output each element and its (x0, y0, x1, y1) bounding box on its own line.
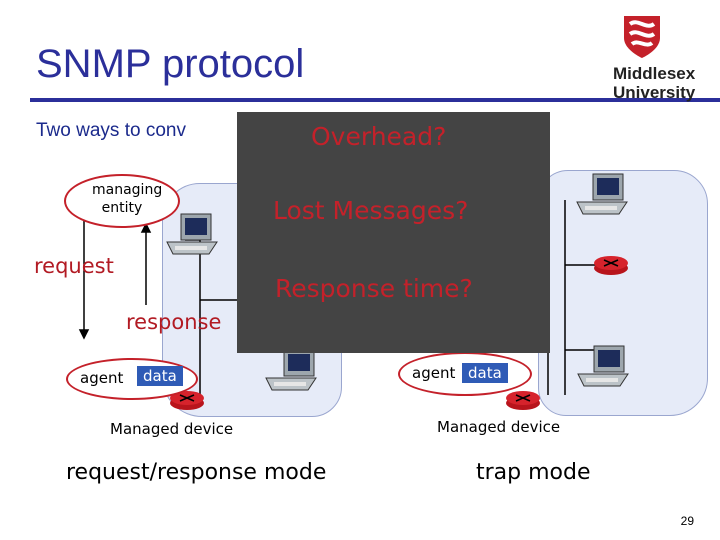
logo-line-2: University (613, 83, 696, 102)
questions-overlay: Overhead? Lost Messages? Response time? (237, 112, 550, 353)
router-icon-left (170, 391, 204, 410)
university-crest-icon (624, 16, 660, 58)
managing-entity-label: managing entity (92, 182, 163, 216)
page-number: 29 (680, 514, 694, 528)
managing-workstation-icon (166, 213, 218, 255)
logo-line-1: Middlesex (613, 64, 696, 83)
response-time-question: Response time? (275, 274, 473, 303)
left-data-chip: data (137, 366, 183, 386)
right-managed-device-label: Managed device (437, 418, 561, 436)
left-managed-device-label: Managed device (110, 420, 234, 438)
left-agent-label: agent (80, 369, 124, 387)
slide-subtitle: Two ways to conv (36, 120, 186, 141)
response-label: response (126, 310, 222, 334)
router-icon-right-top (594, 256, 628, 275)
slide-title: SNMP protocol (36, 42, 305, 86)
managing-entity-ellipse: managing entity (64, 174, 180, 228)
router-icon-right-bottom (506, 391, 540, 410)
request-response-mode-caption: request/response mode (66, 460, 327, 485)
right-workstation-icon-bottom (577, 345, 629, 387)
trap-mode-caption: trap mode (476, 460, 591, 485)
lost-messages-question: Lost Messages? (273, 196, 469, 225)
right-agent-label: agent (412, 364, 456, 382)
right-workstation-icon-top (576, 173, 628, 215)
right-data-chip: data (462, 363, 508, 383)
university-logo-text: Middlesex University (613, 64, 695, 102)
overhead-question: Overhead? (311, 122, 447, 151)
request-label: request (34, 254, 114, 278)
agent-workstation-icon-left (265, 349, 317, 391)
title-rule (30, 98, 720, 102)
